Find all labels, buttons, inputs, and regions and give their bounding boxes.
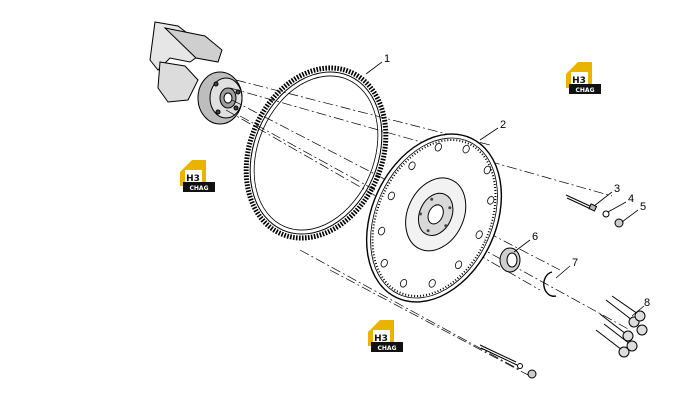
bolt-upper	[565, 194, 598, 212]
svg-text:CHAG: CHAG	[378, 345, 397, 352]
svg-text:CHAG: CHAG	[576, 87, 595, 94]
svg-text:H3: H3	[374, 334, 388, 344]
nut	[614, 218, 624, 228]
bolt-lower	[479, 344, 537, 379]
watermark-logo-left: H3 CHAG	[180, 160, 215, 192]
callout-5: 5	[640, 201, 646, 213]
svg-text:CHAG: CHAG	[190, 185, 209, 192]
callout-2: 2	[500, 119, 506, 131]
callout-6: 6	[532, 231, 538, 243]
flywheel	[365, 133, 503, 303]
callout-3: 3	[614, 183, 620, 195]
callout-8: 8	[644, 297, 650, 309]
watermark-logo-top-right: H3 CHAG	[566, 62, 601, 94]
snap-ring	[543, 271, 557, 297]
svg-text:H3: H3	[572, 76, 586, 86]
watermark-logo-bottom: H3 CHAG	[368, 320, 403, 352]
callout-1: 1	[384, 53, 390, 65]
bolt-group	[595, 295, 648, 358]
bearing	[499, 247, 521, 273]
svg-text:H3: H3	[186, 174, 200, 184]
callout-7: 7	[572, 257, 578, 269]
washer	[602, 210, 610, 218]
leader-lines	[365, 61, 645, 317]
crankshaft	[149, 21, 243, 125]
callout-4: 4	[628, 193, 634, 205]
ring-gear	[243, 65, 389, 241]
